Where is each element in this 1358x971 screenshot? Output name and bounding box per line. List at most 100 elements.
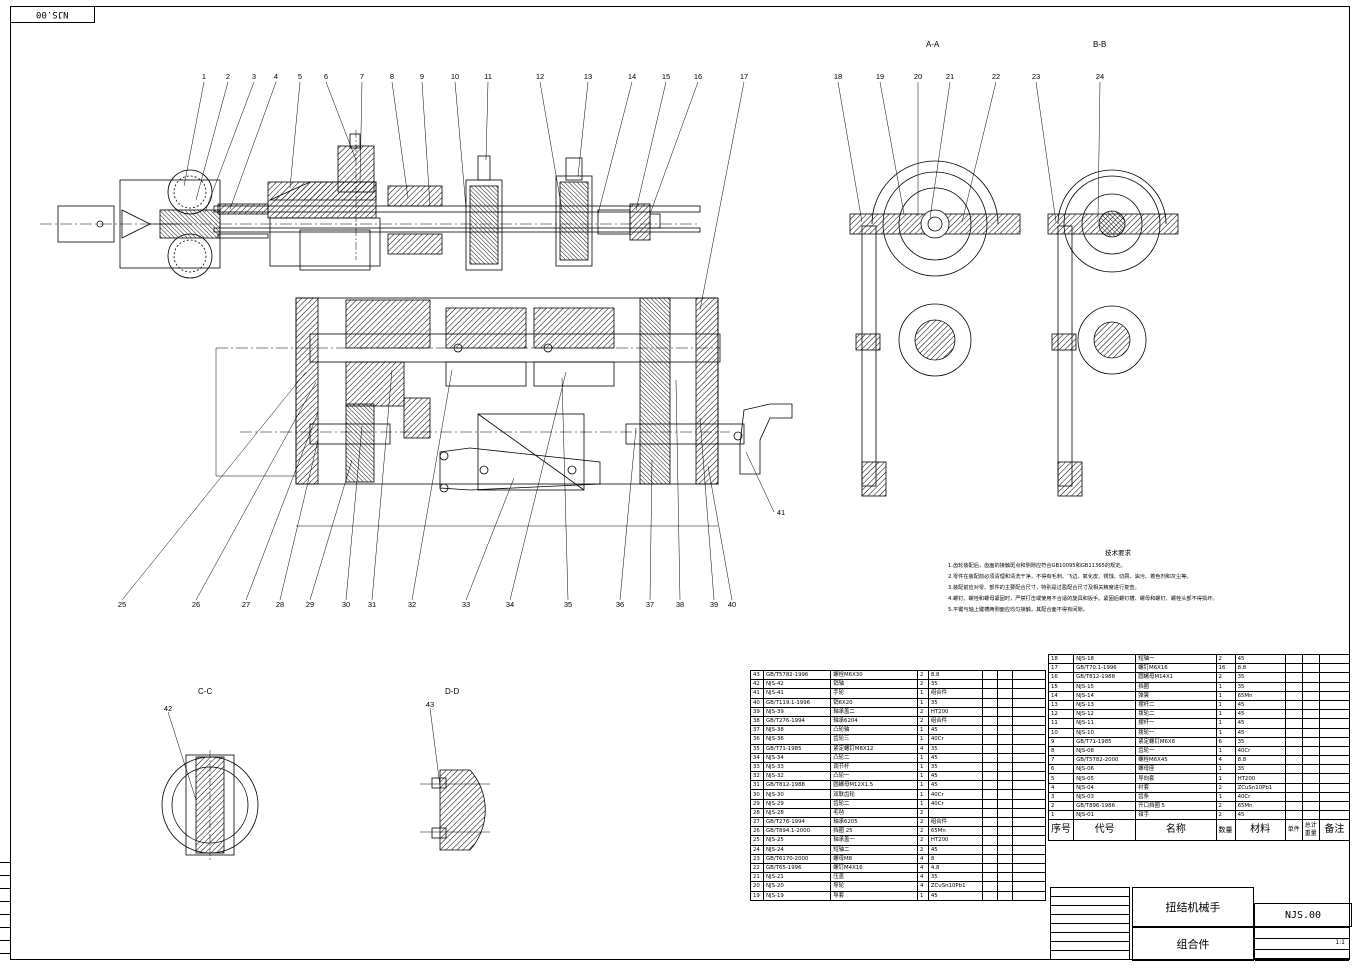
bom-qty: 1 <box>1215 791 1236 803</box>
bom-empty-cell <box>1318 709 1351 720</box>
bom-material: 45 <box>927 725 984 736</box>
bom-empty-cell <box>997 734 1014 745</box>
bom-qty: 1 <box>1215 773 1236 784</box>
bom-empty-cell <box>982 780 999 791</box>
balloon-20: 20 <box>913 72 923 81</box>
bom-qty: 2 <box>916 807 929 819</box>
balloon-16: 16 <box>693 72 703 81</box>
bom-empty-cell <box>997 835 1014 846</box>
bom-empty-cell <box>1318 699 1351 711</box>
balloon-6: 6 <box>323 72 329 81</box>
bom-seq: 6 <box>1047 764 1075 775</box>
bom-empty-cell <box>1284 810 1303 821</box>
balloon-22: 22 <box>991 72 1001 81</box>
bom-material: 40Cr <box>927 734 984 745</box>
bom-empty-cell <box>1012 725 1046 736</box>
title-block-right-grid: 1:1 <box>1254 927 1350 961</box>
bom-code: NJS-01 <box>1073 810 1137 821</box>
bom-empty-cell <box>1012 679 1046 690</box>
bom-code: GB/T65-1996 <box>762 862 832 874</box>
bom-seq: 17 <box>1047 663 1075 674</box>
bom-code: NJS-15 <box>1073 681 1137 692</box>
bom-empty-cell <box>1318 773 1351 784</box>
bom-code: NJS-08 <box>1073 745 1137 757</box>
bom-empty-cell <box>1301 810 1320 821</box>
bom-empty-cell <box>1318 681 1351 692</box>
bom-seq: 10 <box>1047 727 1075 738</box>
bom-qty: 2 <box>916 826 929 837</box>
bom-header-row: 序号 代号 名称 数量 材料 单件 总计重量 备注 <box>1047 819 1351 842</box>
bom-empty-cell <box>1301 672 1320 683</box>
bom-empty-cell <box>1012 844 1046 855</box>
bom-material: 组合件 <box>927 688 984 699</box>
bom-seq: 25 <box>750 835 764 846</box>
bom-empty-cell <box>1012 706 1046 717</box>
bom-empty-cell <box>1318 791 1351 803</box>
bom-seq: 3 <box>1047 791 1075 803</box>
title-block-subtitle: 组合件 <box>1132 927 1254 961</box>
balloon-23: 23 <box>1031 72 1041 81</box>
bom-empty-cell <box>997 881 1014 892</box>
bom-empty-cell <box>1318 810 1351 821</box>
bom-empty-cell <box>982 816 999 828</box>
bom-qty: 1 <box>916 780 929 791</box>
bom-code: NJS-39 <box>762 706 832 717</box>
bom-code: GB/T894.1-2000 <box>762 826 832 837</box>
balloon-10: 10 <box>450 72 460 81</box>
bom-name: 螺栓M6X45 <box>1135 755 1217 766</box>
bom-empty-cell <box>1012 715 1046 727</box>
bom-name: 钳手 <box>1135 810 1217 821</box>
bom-code: NJS-21 <box>762 872 832 883</box>
bom-qty: 1 <box>1215 727 1236 738</box>
bom-qty: 2 <box>916 715 929 727</box>
bom-qty: 1 <box>916 789 929 800</box>
bom-name: 挡圈 <box>1135 681 1217 692</box>
bom-name: 齿条 <box>1135 791 1217 803</box>
bom-material: 8 <box>927 853 984 864</box>
bom-code: NJS-32 <box>762 771 832 782</box>
balloon-28: 28 <box>275 600 285 609</box>
tech-item-5: 5.平键与轴上键槽两侧面应均匀接触，其配合面不得有间隙。 <box>948 607 1088 613</box>
tech-item-1: 1.齿轮装配后，齿面的接触斑点和侧隙应符合GB10095和GB11365的规定。 <box>948 563 1126 569</box>
bom-empty-cell <box>997 697 1014 708</box>
bom-empty-cell <box>982 697 999 708</box>
bom-empty-cell <box>1301 773 1320 784</box>
left-binding-tabs <box>0 850 11 960</box>
bom-empty-cell <box>1012 669 1046 681</box>
bom-qty: 2 <box>916 844 929 855</box>
bom-seq: 27 <box>750 816 764 828</box>
bom-seq: 1 <box>1047 810 1075 821</box>
bom-empty-cell <box>982 807 999 819</box>
bom-material: 45 <box>1234 653 1286 665</box>
bom-empty-cell <box>982 734 999 745</box>
bom-material: 35 <box>927 761 984 773</box>
bom-empty-cell <box>1012 688 1046 699</box>
bom-material: 65Mn <box>927 826 984 837</box>
bom-code: NJS-11 <box>1073 718 1137 729</box>
bom-empty-cell <box>1012 780 1046 791</box>
bom-name: 手轮 <box>830 688 918 699</box>
bom-empty-cell <box>1301 755 1320 766</box>
bom-name: 导套 <box>830 890 918 901</box>
bom-code: NJS-42 <box>762 679 832 690</box>
bom-empty-cell <box>997 688 1014 699</box>
section-label-aa: A-A <box>926 40 940 49</box>
bom-material: HT200 <box>927 835 984 846</box>
bom-empty-cell <box>1012 881 1046 892</box>
balloon-40: 40 <box>727 600 737 609</box>
bom-seq: 14 <box>1047 690 1075 701</box>
bom-name: 紧定螺钉M8X12 <box>830 743 918 754</box>
bom-empty-cell <box>1318 663 1351 674</box>
